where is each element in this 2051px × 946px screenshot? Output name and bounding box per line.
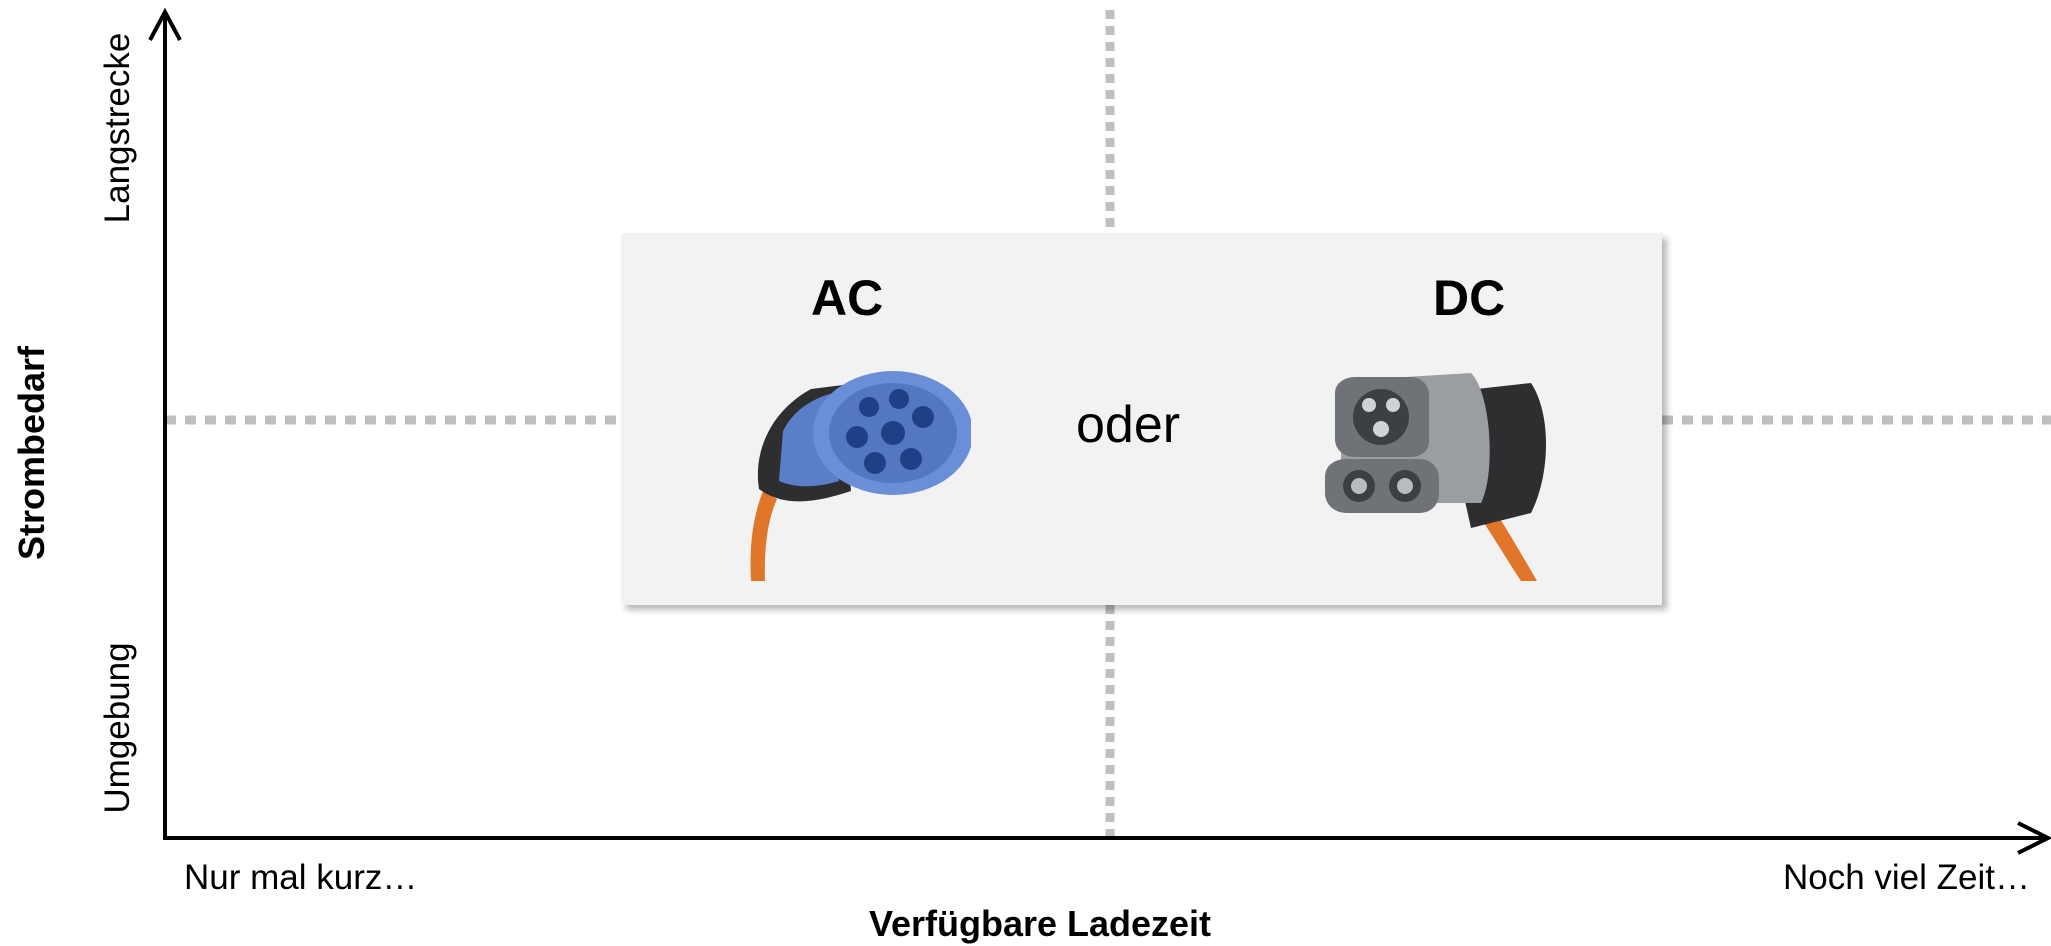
dc-title: DC (1433, 270, 1506, 326)
ac-type2-plug-icon (750, 371, 971, 581)
charging-options-card: AC DC oder (621, 233, 1662, 605)
y-axis-bottom-label: Umgebung (98, 642, 137, 814)
dc-ccs-plug-icon (1325, 373, 1546, 581)
y-axis-top-label: Langstrecke (98, 32, 137, 224)
separator-text: oder (1076, 396, 1181, 454)
ac-title: AC (811, 270, 884, 326)
x-axis-left-label: Nur mal kurz… (184, 858, 418, 897)
y-axis-arrow (148, 7, 182, 41)
x-axis-right-label: Noch viel Zeit… (1782, 858, 2030, 897)
x-axis-title: Verfügbare Ladezeit (868, 903, 1212, 944)
x-axis-arrow (2017, 821, 2051, 855)
y-axis-title: Strombedarf (11, 345, 52, 561)
